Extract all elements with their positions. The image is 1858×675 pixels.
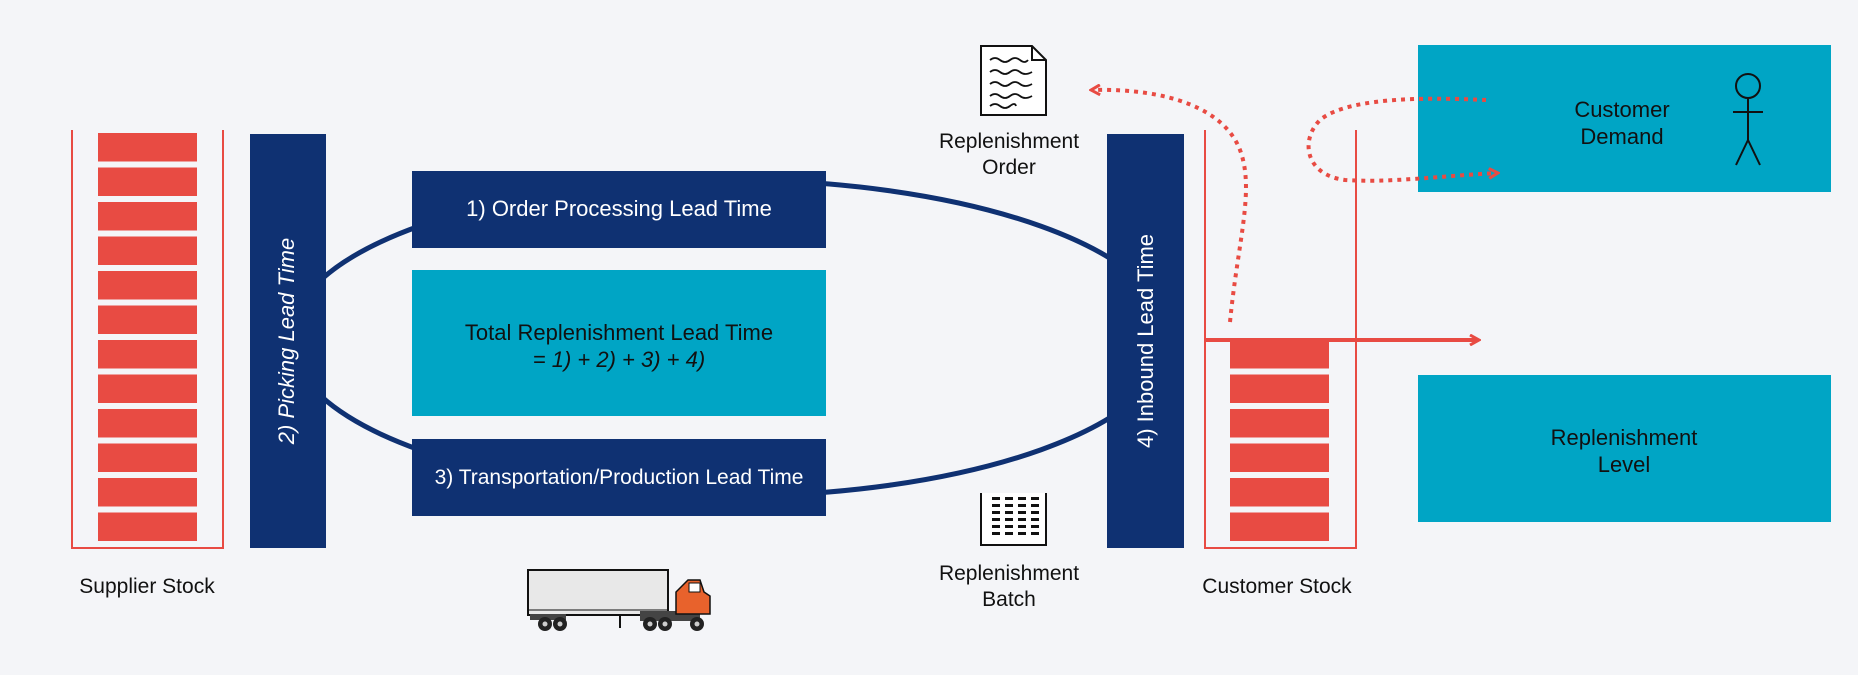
batch-bar	[1018, 511, 1026, 514]
batch-bar	[1018, 497, 1026, 500]
batch-bar	[1018, 518, 1026, 521]
batch-bar	[1018, 525, 1026, 528]
batch-bar	[1031, 525, 1039, 528]
total-lead-time-title: Total Replenishment Lead Time	[465, 320, 773, 345]
customer-stock-unit	[1230, 374, 1329, 403]
batch-bar	[992, 518, 1000, 521]
customer-stock-unit	[1230, 340, 1329, 369]
customer-stock-label: Customer Stock	[1202, 575, 1352, 598]
batch-bar	[1031, 532, 1039, 535]
batch-bar	[992, 497, 1000, 500]
supplier-stock-unit	[98, 340, 197, 369]
replenishment-order-line1: Replenishment	[939, 130, 1079, 153]
supplier-stock-unit	[98, 374, 197, 403]
batch-bar	[992, 511, 1000, 514]
order-trigger-dotted-arrow	[1092, 90, 1248, 323]
stick-figure-icon	[1733, 73, 1763, 166]
document-icon	[980, 45, 1047, 116]
batch-bar	[1005, 511, 1013, 514]
supplier-stock-unit	[98, 133, 197, 162]
replenishment-level-line2: Level	[1598, 452, 1651, 477]
batch-document-icon	[980, 493, 1047, 546]
batch-bar	[1018, 504, 1026, 507]
supplier-stock-unit	[98, 443, 197, 472]
customer-stock-unit	[1230, 478, 1329, 507]
supplier-stock-unit	[98, 202, 197, 231]
batch-bar	[1031, 511, 1039, 514]
supplier-stock-unit	[98, 271, 197, 300]
batch-bars	[992, 497, 1039, 535]
batch-bar	[1005, 497, 1013, 500]
batch-bar	[1031, 504, 1039, 507]
inbound-lead-time-bar	[1107, 134, 1184, 548]
replenishment-order-line2: Order	[982, 156, 1036, 179]
batch-bar	[992, 525, 1000, 528]
transportation-box	[412, 439, 826, 516]
truck-icon	[527, 569, 711, 631]
supplier-stock-unit	[98, 409, 197, 438]
batch-bar	[1031, 497, 1039, 500]
replenishment-batch-line1: Replenishment	[939, 562, 1079, 585]
total-lead-time-box	[412, 270, 826, 416]
batch-bar	[1018, 532, 1026, 535]
supplier-stock-label: Supplier Stock	[79, 575, 215, 598]
batch-bar	[992, 532, 1000, 535]
order-processing-box	[412, 171, 826, 248]
customer-stock-unit	[1230, 512, 1329, 541]
supplier-stock-unit	[98, 305, 197, 334]
batch-bar	[1005, 532, 1013, 535]
supplier-stock-unit	[98, 167, 197, 196]
customer-demand-line1: Customer	[1574, 97, 1669, 122]
batch-bar	[992, 504, 1000, 507]
order-processing-label: 1) Order Processing Lead Time	[466, 196, 772, 221]
customer-stock-units	[1230, 340, 1329, 541]
customer-stock-unit	[1230, 443, 1329, 472]
supplier-stock-unit	[98, 236, 197, 265]
batch-bar	[1005, 504, 1013, 507]
supplier-stock-container	[71, 130, 224, 549]
supplier-stock-units	[98, 133, 197, 541]
inbound-lead-time-label: 4) Inbound Lead Time	[1133, 234, 1158, 448]
customer-stock-unit	[1230, 409, 1329, 438]
demand-loop-dotted-arrow	[1306, 96, 1497, 183]
batch-bar	[1031, 518, 1039, 521]
replenishment-batch-line2: Batch	[982, 588, 1036, 611]
picking-lead-time-bar	[250, 134, 326, 548]
replenishment-level-box	[1418, 375, 1831, 522]
batch-bar	[1005, 518, 1013, 521]
supplier-stock-unit	[98, 512, 197, 541]
total-lead-time-formula: = 1) + 2) + 3) + 4)	[533, 347, 705, 372]
customer-demand-line2: Demand	[1580, 124, 1663, 149]
picking-lead-time-label: 2) Picking Lead Time	[274, 238, 299, 445]
replenishment-level-line1: Replenishment	[1551, 425, 1698, 450]
transportation-label: 3) Transportation/Production Lead Time	[435, 466, 804, 489]
batch-bar	[1005, 525, 1013, 528]
customer-demand-box	[1418, 45, 1831, 192]
supplier-stock-unit	[98, 478, 197, 507]
